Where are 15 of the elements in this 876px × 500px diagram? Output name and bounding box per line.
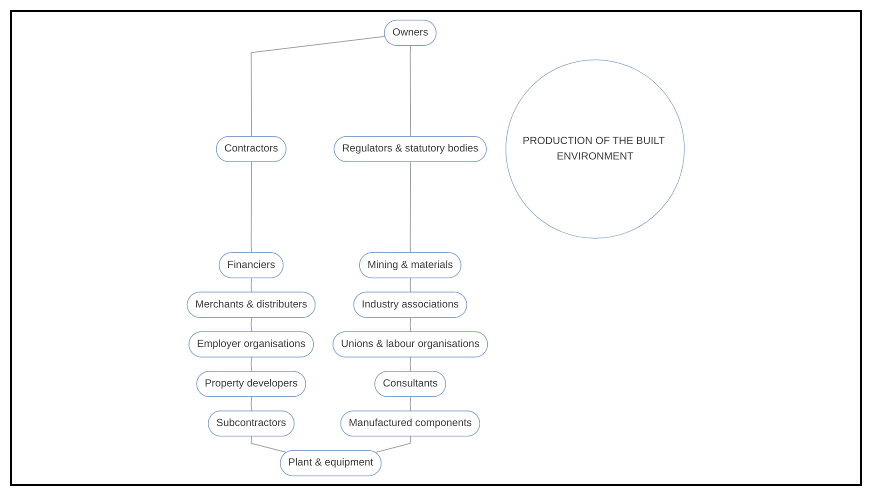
connector bbox=[410, 317, 412, 333]
connector bbox=[410, 356, 412, 372]
connector bbox=[250, 356, 252, 372]
connector bbox=[410, 396, 412, 412]
connector bbox=[250, 436, 288, 453]
connector bbox=[410, 45, 412, 138]
connector bbox=[410, 162, 412, 254]
connector bbox=[250, 36, 386, 138]
connector bbox=[410, 278, 412, 293]
connector bbox=[374, 436, 412, 453]
connector bbox=[250, 317, 252, 333]
node-circle: PRODUCTION OF THE BUILT ENVIRONMENT bbox=[506, 59, 685, 239]
connector bbox=[250, 396, 252, 412]
connector bbox=[250, 162, 252, 254]
connector bbox=[250, 278, 252, 293]
